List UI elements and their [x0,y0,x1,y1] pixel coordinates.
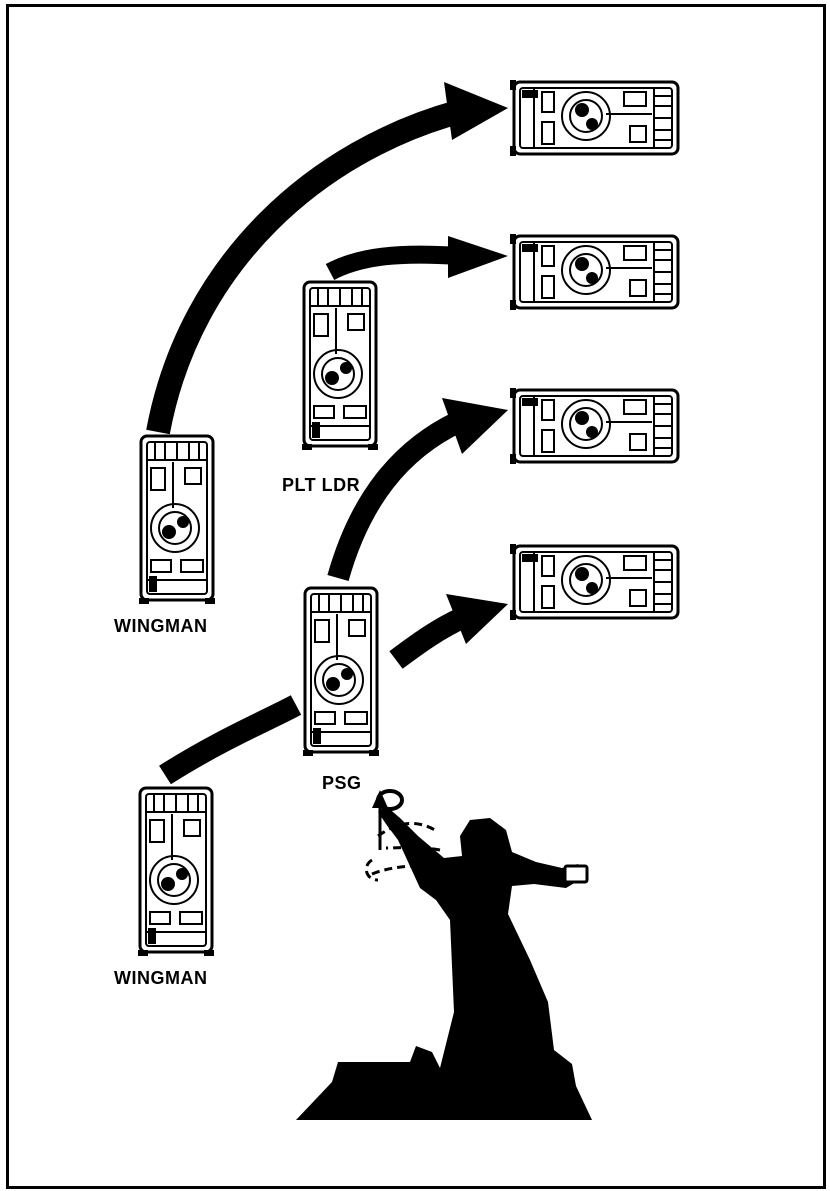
tank-icon-psg [303,588,379,756]
tank-icon-wingman-bottom [138,788,214,956]
label-wingman-bottom: WINGMAN [114,968,207,989]
tank-icon-destination-4 [510,544,678,620]
label-plt-ldr: PLT LDR [282,475,360,496]
tank-icon-destination-1 [510,80,678,156]
tank-icon-destination-3 [510,388,678,464]
arm-signal-figure [296,790,592,1120]
label-psg: PSG [322,773,362,794]
label-wingman-top: WINGMAN [114,616,207,637]
movement-arrow-plt-ldr [330,236,508,278]
tank-icon-destination-2 [510,234,678,310]
tank-icon-plt-ldr [302,282,378,450]
tank-icon-wingman-top [139,436,215,604]
